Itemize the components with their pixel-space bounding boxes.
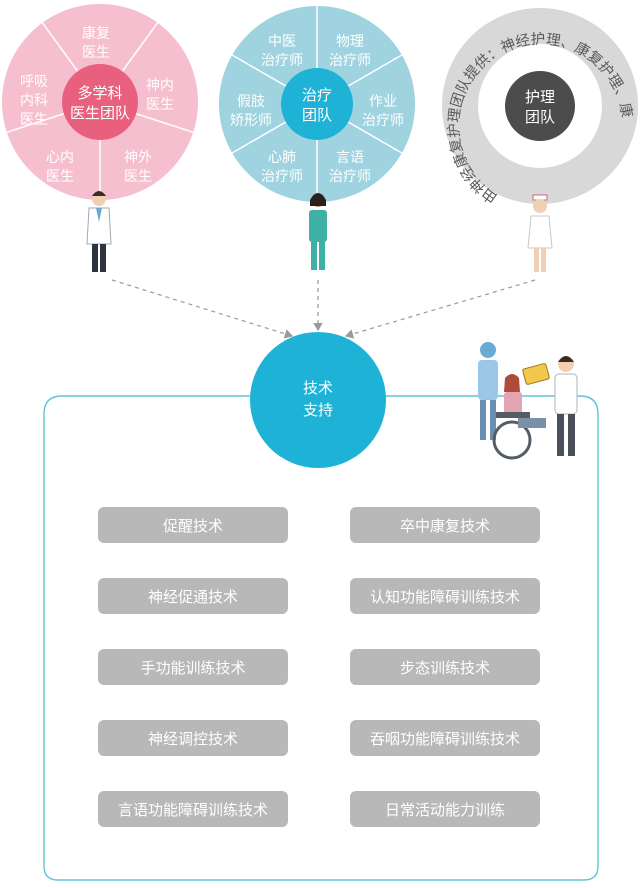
tech-support-line2: 支持	[303, 401, 333, 419]
segment-divider	[41, 22, 79, 72]
seg-occupational-l2: 治疗师	[362, 113, 404, 129]
seg-prosthetist-l1: 假肢	[237, 94, 265, 110]
seg-rehab-doctor-l1: 康复	[82, 25, 110, 42]
seg-cardio-l1: 心内	[46, 150, 74, 166]
tech-frame	[43, 395, 599, 881]
seg-neuro-internal-l2: 医生	[146, 97, 174, 113]
therapist-figure-icon	[309, 193, 327, 270]
segment-divider	[347, 121, 403, 154]
seg-speech-l1: 言语	[336, 150, 364, 166]
seg-rehab-doctor-l2: 医生	[82, 45, 110, 61]
tech-item-speech-disorder: 言语功能障碍训练技术	[98, 791, 288, 827]
tech-item-gait-training: 步态训练技术	[350, 649, 540, 685]
segment-divider	[231, 54, 287, 87]
tech-item-daily-living: 日常活动能力训练	[350, 791, 540, 827]
flow-arrows	[111, 279, 536, 339]
seg-neuro-surgery-l1: 神外	[124, 150, 152, 166]
tech-item-hand-function: 手功能训练技术	[98, 649, 288, 685]
therapy-center-line2: 团队	[302, 106, 332, 124]
patient-wheelchair-illustration	[478, 342, 578, 460]
tech-item-stroke-rehab: 卒中康复技术	[350, 507, 540, 543]
segment-divider	[121, 22, 159, 72]
seg-tcm-l2: 治疗师	[261, 53, 303, 69]
seg-occupational-l1: 作业	[369, 94, 397, 110]
therapy-center-line1: 治疗	[302, 86, 332, 104]
seg-neuro-internal-l1: 神内	[146, 78, 174, 94]
tech-item-arousal: 促醒技术	[98, 507, 288, 543]
tech-support-line1: 技术	[303, 379, 333, 397]
tech-item-swallowing: 吞咽功能障碍训练技术	[350, 720, 540, 756]
seg-respiratory-l2: 内科	[20, 93, 48, 109]
segment-divider	[135, 113, 194, 133]
seg-cardio-l2: 医生	[46, 169, 74, 185]
seg-cardiopulmonary-l1: 心肺	[268, 150, 296, 166]
tech-support-node: 技术 支持	[250, 332, 386, 468]
therapy-team-wheel: 治疗 团队 中医 治疗师 物理 治疗师 作业 治疗师 言语 治疗师 心肺 治疗师…	[219, 6, 415, 202]
seg-respiratory-l3: 医生	[20, 112, 48, 128]
segment-divider	[6, 113, 65, 133]
segment-divider	[347, 54, 403, 87]
multidisciplinary-team-wheel: 多学科 医生团队 康复 医生 神内 医生 神外 医生 心内 医生 呼吸 内科 医…	[2, 4, 198, 200]
nursing-center-line2: 团队	[525, 108, 555, 126]
doctor-figure-icon	[86, 191, 112, 272]
tech-item-cognitive-training: 认知功能障碍训练技术	[350, 578, 540, 614]
segment-divider	[231, 121, 287, 154]
nurse-figure-icon	[527, 194, 553, 272]
seg-neuro-surgery-l2: 医生	[124, 169, 152, 185]
seg-respiratory-l1: 呼吸	[20, 74, 48, 90]
seg-physical-l1: 物理	[336, 34, 364, 50]
multidisciplinary-center-line2: 医生团队	[70, 104, 130, 122]
seg-physical-l2: 治疗师	[329, 53, 371, 69]
seg-cardiopulmonary-l2: 治疗师	[261, 169, 303, 185]
seg-prosthetist-l2: 矫形师	[230, 113, 272, 129]
tech-item-neural-facilitation: 神经促通技术	[98, 578, 288, 614]
seg-speech-l2: 治疗师	[329, 169, 371, 185]
nursing-center-line1: 护理	[525, 88, 555, 106]
multidisciplinary-center-line1: 多学科	[77, 84, 122, 102]
tech-item-neuromodulation: 神经调控技术	[98, 720, 288, 756]
seg-tcm-l1: 中医	[268, 34, 296, 50]
